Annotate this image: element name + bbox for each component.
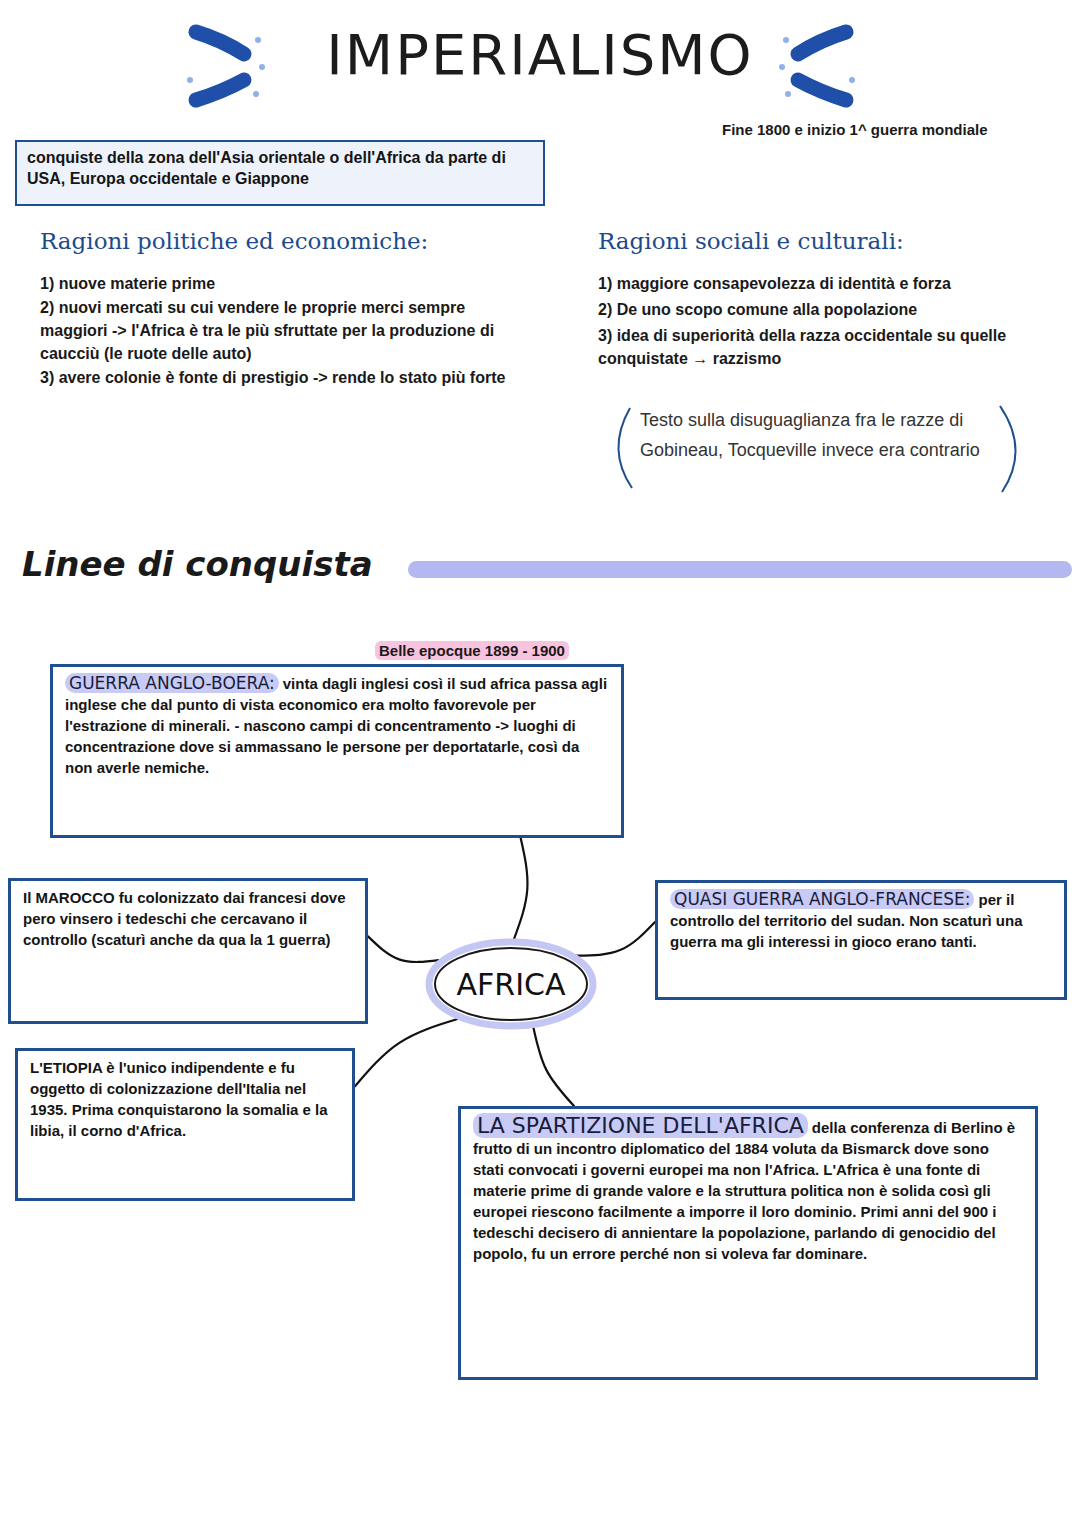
topic-box: Il MAROCCO fu colonizzato dai francesi d… xyxy=(8,878,368,1024)
box-heading: LA SPARTIZIONE DELL'AFRICA xyxy=(473,1113,808,1138)
connector-line xyxy=(355,1019,458,1086)
connector-line xyxy=(533,1027,574,1106)
date-note: Fine 1800 e inizio 1^ guerra mondiale xyxy=(722,121,1072,138)
box-text: conquiste della zona dell'Asia orientale… xyxy=(27,149,506,187)
box-text: AFRICA xyxy=(457,974,566,995)
list-item: 3) idea di superiorità della razza occid… xyxy=(598,324,1038,370)
note-text: Testo sulla disuguaglianza fra le razze … xyxy=(640,405,996,465)
center-ellipse: AFRICA xyxy=(425,938,597,1030)
date-tag: Belle epocque 1899 - 1900 xyxy=(375,641,569,660)
connector-line xyxy=(514,838,528,939)
list-item: 3) avere colonie è fonte di prestigio ->… xyxy=(40,366,510,389)
definition-box: conquiste della zona dell'Asia orientale… xyxy=(15,140,545,206)
list-item: 2) nuovi mercati su cui vendere le propr… xyxy=(40,296,510,365)
list-item: 2) De uno scopo comune alla popolazione xyxy=(598,298,1038,321)
section-heading: Ragioni politiche ed economiche: xyxy=(40,228,560,254)
connector-line xyxy=(577,922,655,956)
list-group: 1) nuove materie prime2) nuovi mercati s… xyxy=(40,272,510,389)
bracket xyxy=(1000,406,1016,492)
box-text: della conferenza di Berlino è frutto di … xyxy=(473,1119,1015,1262)
heading-bar xyxy=(408,561,1072,578)
list-item: 1) maggiore consapevolezza di identità e… xyxy=(598,272,1038,295)
box-heading: QUASI GUERRA ANGLO-FRANCESE: xyxy=(670,889,974,909)
topic-box: GUERRA ANGLO-BOERA:vinta dagli inglesi c… xyxy=(50,664,624,838)
topic-box: L'ETIOPIA è l'unico indipendente e fu og… xyxy=(15,1048,355,1201)
section-heading: Ragioni sociali e culturali: xyxy=(598,228,1068,254)
topic-box: QUASI GUERRA ANGLO-FRANCESE:per il contr… xyxy=(655,880,1067,1000)
box-heading: GUERRA ANGLO-BOERA: xyxy=(65,673,279,693)
topic-box: LA SPARTIZIONE DELL'AFRICAdella conferen… xyxy=(458,1106,1038,1380)
bracket xyxy=(618,408,632,488)
box-text: L'ETIOPIA è l'unico indipendente e fu og… xyxy=(30,1059,328,1139)
page-title: IMPERIALISMO xyxy=(260,22,820,87)
connector-line xyxy=(368,936,439,962)
list-item: 1) nuove materie prime xyxy=(40,272,510,295)
section-heading: Linee di conquista xyxy=(22,544,402,584)
box-text: Il MAROCCO fu colonizzato dai francesi d… xyxy=(23,889,346,948)
list-group: 1) maggiore consapevolezza di identità e… xyxy=(598,272,1038,370)
